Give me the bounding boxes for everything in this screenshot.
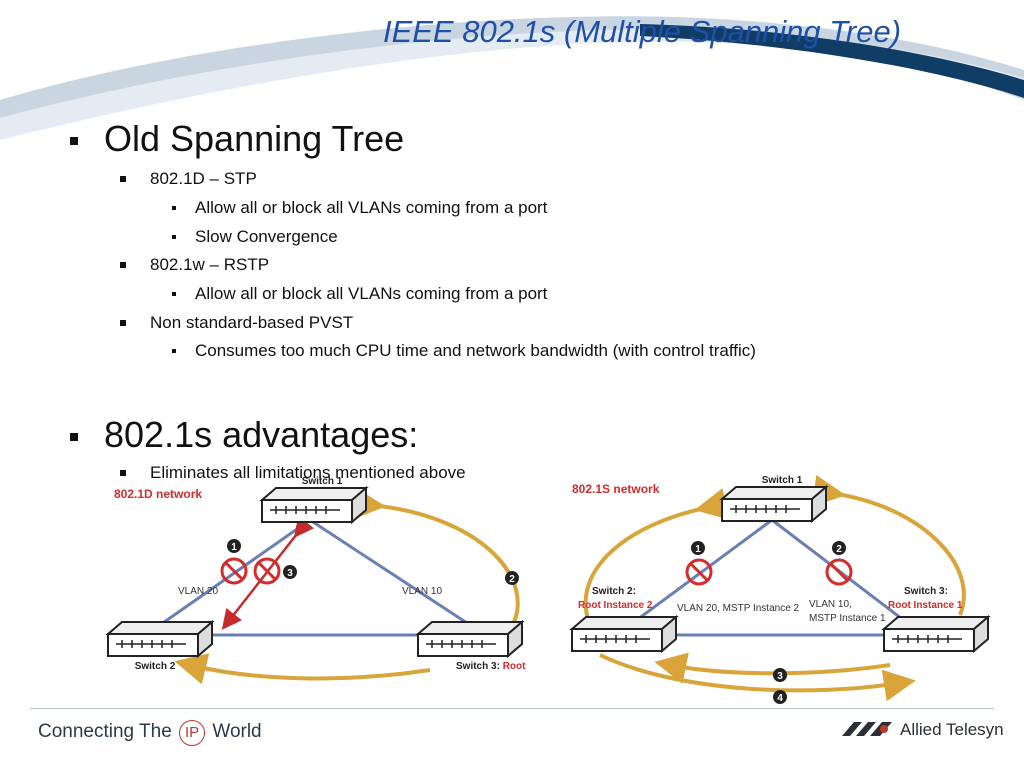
bullet-icon xyxy=(120,470,126,476)
bullet-icon xyxy=(120,176,126,182)
switch-2-icon xyxy=(569,614,679,654)
bullet-icon xyxy=(172,292,176,296)
switch-label: Switch 3: Root xyxy=(456,661,526,672)
svg-text:3: 3 xyxy=(777,671,783,682)
switch-label: Switch 2: xyxy=(592,586,636,597)
switch-label: Switch 3: xyxy=(904,586,948,597)
vlan-label: VLAN 10, xyxy=(809,599,852,610)
switch-2-icon xyxy=(105,619,215,659)
slide-title: IEEE 802.1s (Multiple Spanning Tree) xyxy=(382,14,902,49)
diagram-802-1d: 802.1D network 1 2 3 VLAN 20 VLAN 10 Swi… xyxy=(105,476,526,685)
switch-1-icon xyxy=(259,485,369,525)
ip-logo-icon: IP xyxy=(179,720,206,746)
section-heading-advantages: 802.1s advantages: xyxy=(104,414,419,455)
marker-3: 3 xyxy=(773,668,787,682)
switch-label: Switch 1 xyxy=(762,475,803,486)
diagram-title: 802.1S network xyxy=(572,482,660,496)
bullet-icon xyxy=(70,137,78,145)
switch-label: Root Instance 1 xyxy=(888,600,963,611)
switch-label: Switch 1 xyxy=(302,476,343,487)
switch-1-icon xyxy=(719,484,829,524)
marker-1: 1 xyxy=(691,541,705,555)
svg-text:1: 1 xyxy=(231,542,237,553)
sub-bullet-allow-block-2: Allow all or block all VLANs coming from… xyxy=(195,284,548,303)
sub-bullet-allow-block-1: Allow all or block all VLANs coming from… xyxy=(195,198,548,217)
marker-3: 3 xyxy=(283,565,297,579)
diagram-802-1s: 802.1S network 1 2 3 4 VLAN 20, MSTP Ins… xyxy=(569,475,991,704)
footer-divider xyxy=(30,708,994,709)
diagram-title: 802.1D network xyxy=(114,487,202,501)
svg-text:3: 3 xyxy=(287,568,293,579)
blocked-icon xyxy=(825,558,853,586)
vlan-label: MSTP Instance 1 xyxy=(809,613,886,624)
switch-3-icon xyxy=(415,619,525,659)
bullet-802-1w: 802.1w – RSTP xyxy=(150,255,270,274)
svg-text:1: 1 xyxy=(695,544,701,555)
svg-text:2: 2 xyxy=(509,574,515,585)
marker-2: 2 xyxy=(832,541,846,555)
marker-4: 4 xyxy=(773,690,787,704)
bullet-icon xyxy=(172,206,176,210)
vlan-label: VLAN 20, MSTP Instance 2 xyxy=(677,603,800,614)
svg-text:4: 4 xyxy=(777,693,783,704)
marker-1: 1 xyxy=(227,539,241,553)
bullet-eliminates: Eliminates all limitations mentioned abo… xyxy=(150,463,466,482)
vlan-label: VLAN 10 xyxy=(402,586,442,597)
section-heading-old-spanning-tree: Old Spanning Tree xyxy=(104,118,405,159)
allied-telesyn-logo-icon xyxy=(840,720,894,743)
blocked-icon xyxy=(220,557,248,585)
footer-tagline: Connecting The IP World xyxy=(38,720,262,746)
bullet-pvst: Non standard-based PVST xyxy=(150,313,354,332)
bullet-icon xyxy=(172,235,176,239)
header-swoosh xyxy=(0,16,1024,140)
vlan-label: VLAN 20 xyxy=(178,586,218,597)
bullet-802-1d: 802.1D – STP xyxy=(150,169,257,188)
company-name: Allied Telesyn xyxy=(900,720,1004,739)
bullet-icon xyxy=(120,262,126,268)
blocked-icon xyxy=(253,557,281,585)
switch-label: Root Instance 2 xyxy=(578,600,653,611)
switch-label: Switch 2 xyxy=(135,661,176,672)
bullet-icon xyxy=(172,349,176,353)
bullet-icon xyxy=(120,320,126,326)
sub-bullet-cpu: Consumes too much CPU time and network b… xyxy=(195,341,756,360)
bullet-icon xyxy=(70,433,78,441)
marker-2: 2 xyxy=(505,571,519,585)
switch-3-icon xyxy=(881,614,991,654)
blocked-icon xyxy=(685,558,713,586)
svg-text:2: 2 xyxy=(836,544,842,555)
sub-bullet-slow-convergence: Slow Convergence xyxy=(195,227,338,246)
